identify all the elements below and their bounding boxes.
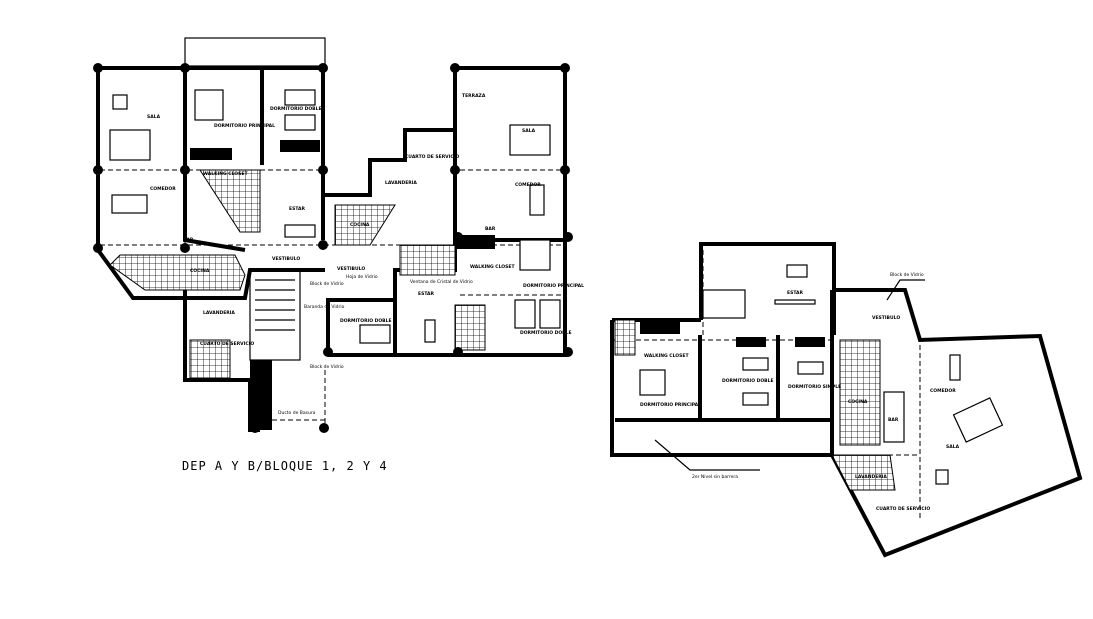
label-estar-2: ESTAR [418,291,435,297]
label-dorm-doble-b: DORMITORIO DOBLE [722,378,774,384]
label-dorm-principal-2: DORMITORIO PRINCIPAL [523,283,584,289]
label-comedor-2: COMEDOR [515,182,541,188]
plan-b: ESTAR VESTIBULO WALKING CLOSET DORMITORI… [610,242,1083,558]
label-sala-1: SALA [147,114,161,120]
label-walking-closet-b: WALKING CLOSET [644,353,689,359]
label-cuarto-servicio-2: CUARTO DE SERVICIO [405,154,459,160]
plan-a: SALA DORMITORIO PRINCIPAL DORMITORIO DOB… [93,37,584,433]
label-cocina-2: COCINA [350,222,370,228]
label-estar-b: ESTAR [787,290,804,296]
label-bar-b: BAR [888,417,899,423]
label-cocina-1: COCINA [190,268,210,274]
label-cocina-b: COCINA [848,399,868,405]
label-walking-closet-2: WALKING CLOSET [470,264,515,270]
label-lavanderia-2: LAVANDERIA [385,180,417,186]
label-vestibulo-2: VESTIBULO [337,266,365,272]
label-dorm-simple-b: DORMITORIO SIMPLE [788,384,841,390]
label-bar-1: BAR [183,237,194,243]
note-nivel-b: 2er Nivel sin barrera [692,474,738,480]
label-comedor-b: COMEDOR [930,388,956,394]
label-cuarto-servicio-1: CUARTO DE SERVICIO [200,341,254,347]
label-vestibulo-1: VESTIBULO [272,256,300,262]
label-dorm-doble-2: DORMITORIO DOBLE [520,330,572,336]
label-walking-closet-1: WALKING CLOSET [203,171,248,177]
label-bar-2: BAR [485,226,496,232]
note-ventana-cristal: Ventana de Cristal de Vidrio [410,279,473,285]
label-vestibulo-b: VESTIBULO [872,315,900,321]
label-dorm-principal-b: DORMITORIO PRINCIPAL [640,402,701,408]
label-dorm-doble-3: DORMITORIO DOBLE [340,318,392,324]
label-dorm-principal-1: DORMITORIO PRINCIPAL [214,123,275,129]
note-ducto-basura: Ducto de Basura [278,410,316,416]
label-comedor-1: COMEDOR [150,186,176,192]
note-block-vidrio-b: Block de Vidrio [890,272,924,278]
drawing-title: DEP A Y B/BLOQUE 1, 2 Y 4 [182,459,388,473]
label-lavanderia-1: LAVANDERIA [203,310,235,316]
label-lavanderia-b: LAVANDERIA [855,474,887,480]
label-cuarto-servicio-b: CUARTO DE SERVICIO [876,506,930,512]
note-block-vidrio-2: Block de Vidrio [310,364,344,370]
note-hoja-vidrio: Hoja de Vidrio [346,274,378,280]
label-estar-1: ESTAR [289,206,306,212]
label-terraza-2: TERRAZA [462,93,486,99]
label-dorm-doble-1: DORMITORIO DOBLE [270,106,322,112]
label-sala-2: SALA [522,128,536,134]
note-block-vidrio-1: Block de Vidrio [310,281,344,287]
label-sala-b: SALA [946,444,960,450]
note-baranda: Baranda de Vidrio [304,304,345,310]
